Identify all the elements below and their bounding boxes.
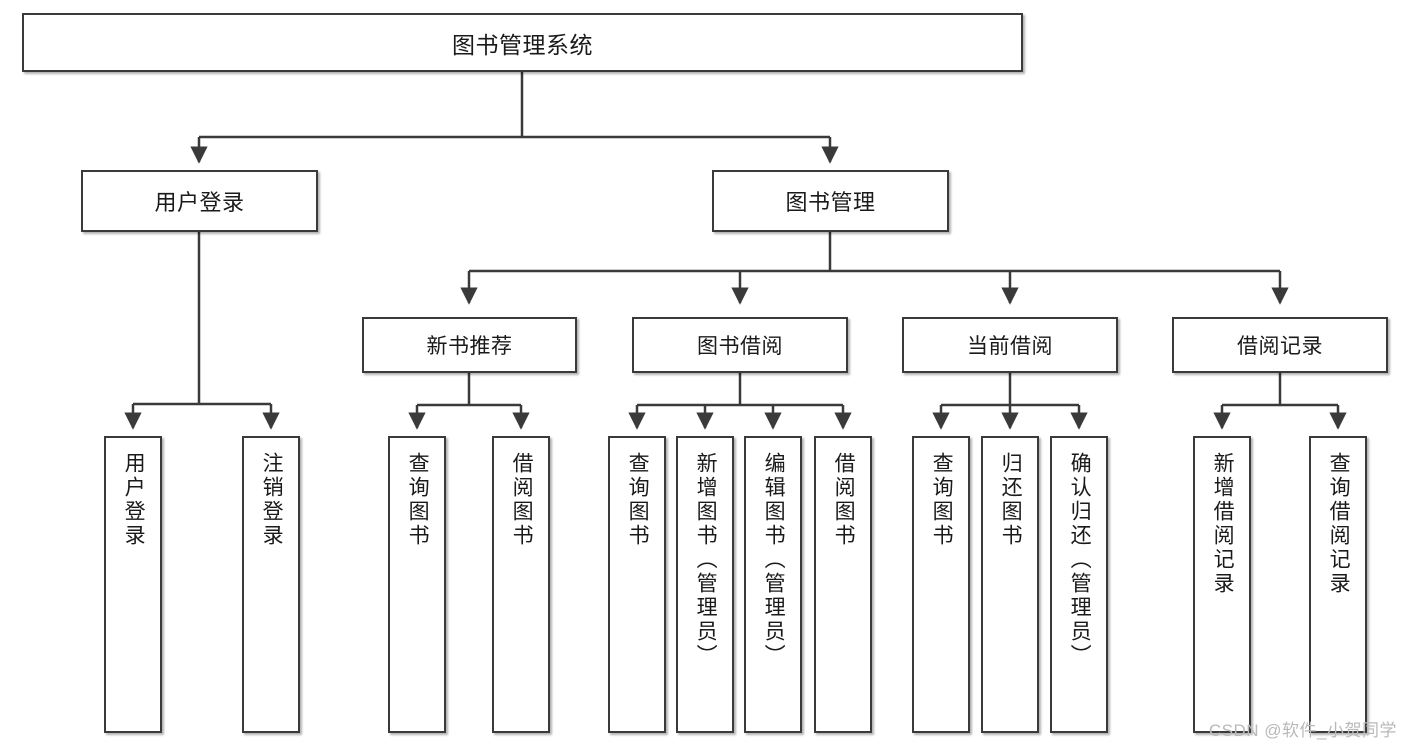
node-leaf-add-record[interactable]: 新增借阅记录: [1193, 436, 1251, 733]
node-book-manage-label: 图书管理: [785, 190, 876, 215]
node-leaf-return-book-label: 归还图书: [999, 452, 1023, 548]
node-leaf-borrow-book-1-label: 借阅图书: [510, 452, 534, 548]
node-leaf-user-login-label: 用户登录: [122, 452, 146, 548]
node-root-label: 图书管理系统: [452, 31, 593, 58]
node-current-borrow-label: 当前借阅: [967, 335, 1053, 358]
node-new-book-recommend[interactable]: 新书推荐: [362, 317, 577, 373]
node-leaf-borrow-book-2[interactable]: 借阅图书: [814, 436, 872, 733]
node-leaf-query-book-2-label: 查询图书: [626, 452, 650, 548]
node-leaf-add-book-label: 新增图书（管理员）: [694, 452, 718, 668]
node-leaf-edit-book[interactable]: 编辑图书（管理员）: [744, 436, 802, 733]
node-user-login-label: 用户登录: [154, 190, 245, 215]
node-leaf-borrow-book-1[interactable]: 借阅图书: [492, 436, 550, 733]
node-book-borrow-label: 图书借阅: [697, 335, 783, 358]
node-leaf-query-book-2[interactable]: 查询图书: [608, 436, 666, 733]
node-new-book-recommend-label: 新书推荐: [426, 335, 513, 358]
node-leaf-confirm-return-label: 确认归还（管理员）: [1068, 452, 1092, 668]
node-book-borrow[interactable]: 图书借阅: [632, 317, 848, 373]
node-leaf-query-book-3-label: 查询图书: [930, 452, 954, 548]
node-leaf-add-record-label: 新增借阅记录: [1211, 452, 1235, 596]
watermark-text: CSDN @软件_小贺同学: [1208, 721, 1397, 740]
node-leaf-query-record-label: 查询借阅记录: [1327, 452, 1351, 596]
node-leaf-borrow-book-2-label: 借阅图书: [832, 452, 856, 548]
node-leaf-add-book[interactable]: 新增图书（管理员）: [676, 436, 734, 733]
node-leaf-query-book-1-label: 查询图书: [406, 452, 430, 548]
node-borrow-record-label: 借阅记录: [1237, 335, 1323, 358]
node-leaf-logout-label: 注销登录: [260, 452, 284, 548]
node-leaf-return-book[interactable]: 归还图书: [981, 436, 1039, 733]
node-user-login[interactable]: 用户登录: [81, 170, 318, 232]
node-leaf-query-book-3[interactable]: 查询图书: [912, 436, 970, 733]
node-leaf-user-login[interactable]: 用户登录: [104, 436, 162, 733]
node-current-borrow[interactable]: 当前借阅: [902, 317, 1118, 373]
node-leaf-confirm-return[interactable]: 确认归还（管理员）: [1050, 436, 1108, 733]
node-book-manage[interactable]: 图书管理: [712, 170, 949, 232]
node-borrow-record[interactable]: 借阅记录: [1172, 317, 1388, 373]
node-leaf-query-book-1[interactable]: 查询图书: [388, 436, 446, 733]
node-leaf-query-record[interactable]: 查询借阅记录: [1309, 436, 1367, 733]
node-root[interactable]: 图书管理系统: [22, 13, 1023, 72]
node-leaf-edit-book-label: 编辑图书（管理员）: [762, 452, 786, 668]
node-leaf-logout[interactable]: 注销登录: [242, 436, 300, 733]
